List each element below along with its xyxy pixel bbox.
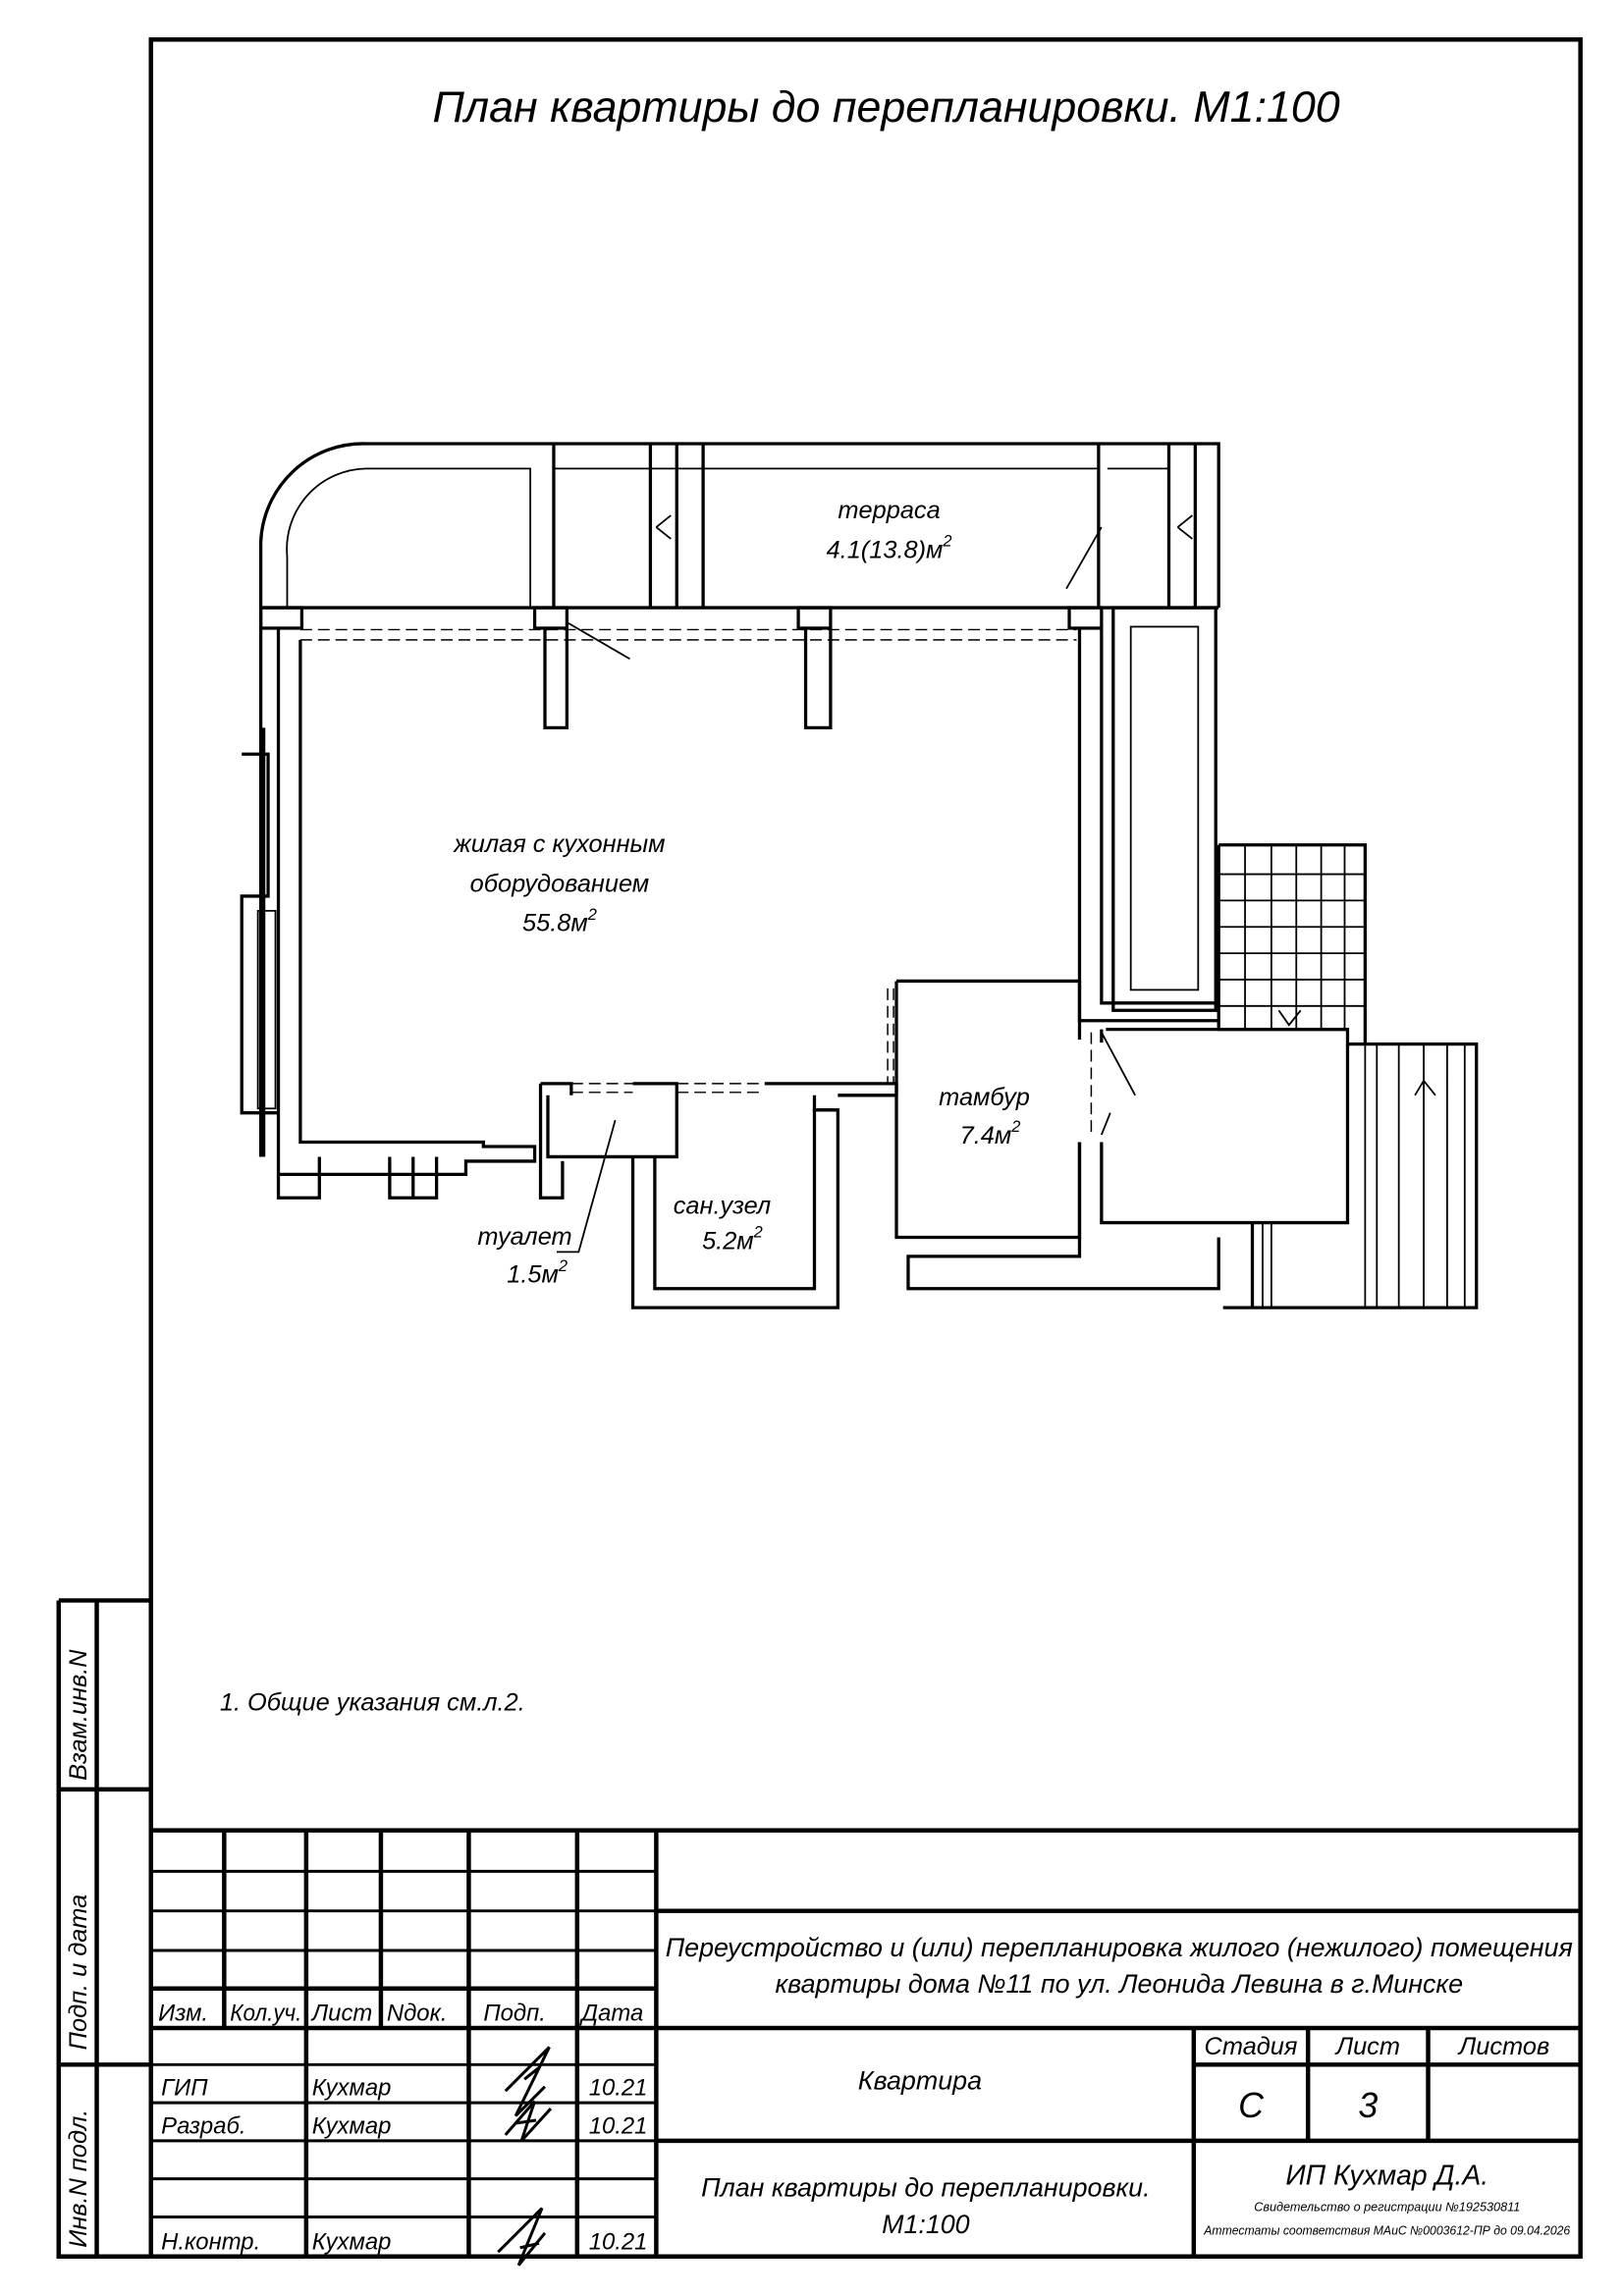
room-label-bathroom: сан.узел 5.2м2 bbox=[674, 1193, 771, 1255]
room-name: оборудованием bbox=[470, 870, 649, 897]
room-area-line: 1.5м2 bbox=[507, 1257, 568, 1289]
room-area-sup: 2 bbox=[558, 1257, 568, 1275]
company-name: ИП Кухмар Д.А. bbox=[1285, 2161, 1488, 2192]
name-gip: Кухмар bbox=[312, 2075, 392, 2102]
side-stamp-vzam: Взам.инв.N bbox=[65, 1649, 92, 1781]
sheet-label: Лист bbox=[1334, 2033, 1400, 2060]
sheets-label: Листов bbox=[1457, 2033, 1549, 2060]
name-nkontr: Кухмар bbox=[312, 2228, 392, 2255]
general-notes: 1. Общие указания см.л.2. bbox=[220, 1688, 525, 1716]
project-title-line2: квартиры дома №11 по ул. Леонида Левина … bbox=[775, 1969, 1463, 1999]
room-area: 1.5м bbox=[507, 1261, 559, 1289]
room-area-line: 7.4м2 bbox=[960, 1118, 1021, 1149]
header-data: Дата bbox=[578, 2001, 643, 2027]
side-stamp-inv: Инв.N подл. bbox=[65, 2109, 92, 2248]
sheet-title: План квартиры до перепланировки. М1:100 bbox=[432, 82, 1339, 132]
room-area-sup: 2 bbox=[1010, 1118, 1020, 1136]
date-razrab: 10.21 bbox=[589, 2112, 648, 2139]
room-name: сан.узел bbox=[674, 1193, 771, 1220]
role-nkontr: Н.контр. bbox=[161, 2228, 260, 2255]
signature bbox=[504, 2100, 553, 2142]
room-label-toilet: туалет 1.5м2 bbox=[477, 1223, 571, 1289]
drawing-name-line1: План квартиры до перепланировки. bbox=[701, 2173, 1150, 2203]
floor-plan bbox=[240, 442, 1479, 1309]
header-podp: Подп. bbox=[483, 2001, 546, 2027]
name-razrab: Кухмар bbox=[312, 2112, 392, 2139]
side-stamp-podp: Подп. и дата bbox=[65, 1895, 92, 2051]
registration-cert: Свидетельство о регистрации №192530811 bbox=[1254, 2200, 1520, 2214]
sheet-frame bbox=[148, 37, 1583, 2259]
room-area-sup: 2 bbox=[587, 906, 597, 924]
stage-value: С bbox=[1238, 2086, 1265, 2125]
room-area-sup: 2 bbox=[942, 532, 951, 550]
header-kol-uch: Кол.уч. bbox=[230, 2001, 301, 2027]
room-name: жилая с кухонным bbox=[453, 830, 665, 858]
room-area-line: 4.1(13.8)м2 bbox=[827, 532, 952, 563]
stage-label: Стадия bbox=[1205, 2033, 1298, 2060]
side-stamp: Взам.инв.N Подп. и дата Инв.N подл. bbox=[56, 1598, 151, 2259]
header-ndok: Nдок. bbox=[387, 2001, 448, 2027]
room-label-living: жилая с кухонным оборудованием 55.8м2 bbox=[453, 830, 665, 937]
room-area-line: 5.2м2 bbox=[702, 1223, 763, 1255]
signature bbox=[497, 2207, 547, 2267]
room-area: 4.1(13.8)м bbox=[827, 536, 944, 563]
room-area: 7.4м bbox=[960, 1122, 1012, 1149]
room-area-sup: 2 bbox=[753, 1223, 763, 1241]
header-list: Лист bbox=[310, 2001, 372, 2027]
room-label-vestibule: тамбур 7.4м2 bbox=[939, 1084, 1030, 1149]
date-nkontr: 10.21 bbox=[589, 2228, 648, 2255]
object-name: Квартира bbox=[858, 2066, 982, 2096]
room-area-line: 55.8м2 bbox=[522, 906, 597, 937]
signature bbox=[504, 2046, 551, 2117]
role-razrab: Разраб. bbox=[161, 2112, 245, 2139]
title-block: Изм. Кол.уч. Лист Nдок. Подп. Дата ГИП К… bbox=[150, 1828, 1581, 2267]
room-name: туалет bbox=[477, 1223, 571, 1251]
attestation-cert: Аттестаты соответствия МАиС №0003612-ПР … bbox=[1203, 2223, 1571, 2237]
sheet-value: 3 bbox=[1358, 2086, 1378, 2125]
room-area: 5.2м bbox=[702, 1227, 754, 1255]
date-gip: 10.21 bbox=[589, 2075, 648, 2102]
room-name: терраса bbox=[838, 497, 940, 524]
room-name: тамбур bbox=[939, 1084, 1030, 1111]
project-title-line1: Переустройство и (или) перепланировка жи… bbox=[666, 1933, 1573, 1962]
room-area: 55.8м bbox=[522, 910, 588, 937]
role-gip: ГИП bbox=[161, 2075, 208, 2102]
drawing-name-line2: М1:100 bbox=[882, 2210, 970, 2239]
room-label-terrace: терраса 4.1(13.8)м2 bbox=[827, 497, 952, 563]
header-izm: Изм. bbox=[158, 2001, 208, 2027]
